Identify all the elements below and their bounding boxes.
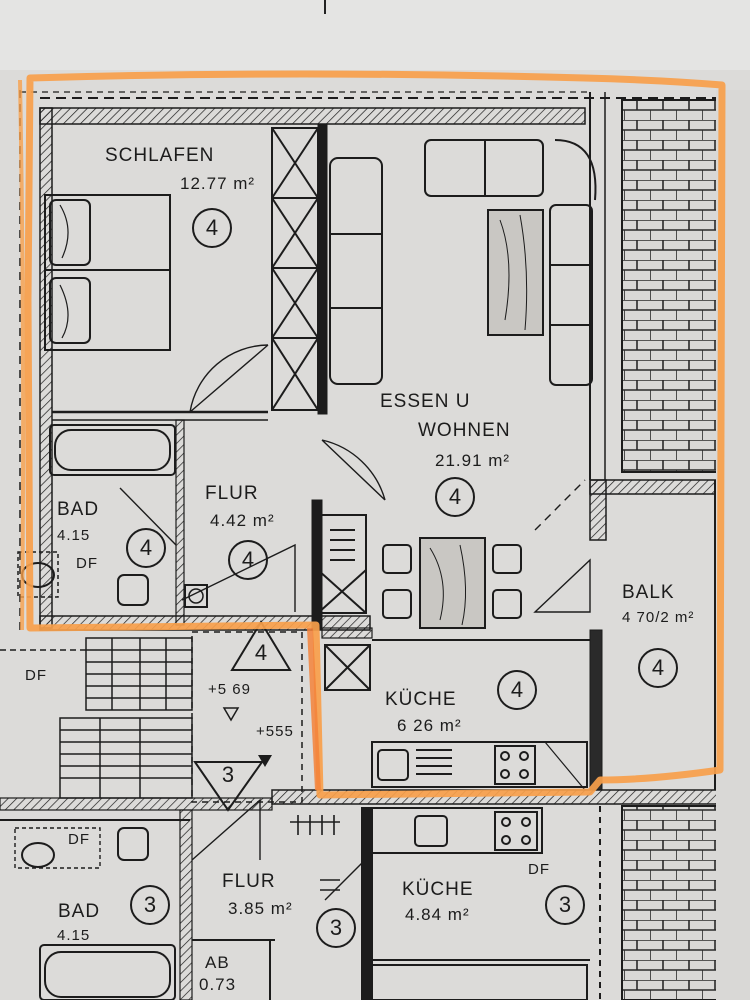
level-label-lower: 3 bbox=[221, 762, 235, 787]
staircase bbox=[0, 631, 303, 803]
shaft-lower bbox=[290, 815, 340, 891]
unit-marker-flur-lower: 3 bbox=[316, 908, 356, 948]
sofa-corner bbox=[424, 139, 597, 386]
room-area-kueche-lower: 4.84 m² bbox=[405, 905, 470, 924]
room-area-balk: 4 70/2 m² bbox=[622, 609, 695, 626]
room-label-bad-lower: BAD bbox=[58, 901, 101, 922]
room-area-bad-lower: 4.15 bbox=[57, 927, 91, 944]
df-label-stairs: DF bbox=[25, 667, 47, 684]
bathtub-upper bbox=[49, 424, 176, 476]
room-label-flur-upper: FLUR bbox=[205, 483, 259, 504]
level-triangle-upper bbox=[230, 620, 292, 671]
unit-marker-kueche-upper: 4 bbox=[497, 670, 537, 710]
df-label-kueche-lower: DF bbox=[528, 861, 550, 878]
unit-marker-balk: 4 bbox=[638, 648, 678, 688]
elevation-label-2: +555 bbox=[256, 723, 294, 740]
df-label-bad-lower: DF bbox=[68, 831, 90, 848]
df-label-bad-upper: DF bbox=[76, 555, 98, 572]
walls-upper bbox=[0, 90, 723, 811]
room-area-flur-lower: 3.85 m² bbox=[228, 899, 293, 918]
sofa-vertical bbox=[329, 157, 383, 385]
unit-marker-kueche-lower: 3 bbox=[545, 885, 585, 925]
room-label-flur-lower: FLUR bbox=[222, 871, 276, 892]
room-area-ab: 0.73 bbox=[199, 975, 237, 994]
room-label-essen-line2: WOHNEN bbox=[418, 420, 511, 441]
unit-marker-essen: 4 bbox=[435, 477, 475, 517]
coffee-table bbox=[487, 209, 544, 336]
bathroom-lower-fixtures bbox=[14, 827, 176, 1000]
dining-set bbox=[382, 537, 522, 629]
shaft-upper bbox=[317, 514, 371, 691]
balcony-brick-upper bbox=[621, 99, 721, 473]
room-label-schlafen: SCHLAFEN bbox=[105, 145, 215, 166]
bed-double bbox=[44, 194, 171, 351]
level-label-upper: 4 bbox=[254, 640, 268, 665]
level-triangle-lower bbox=[193, 761, 264, 812]
room-area-kueche-upper: 6 26 m² bbox=[397, 716, 462, 735]
room-label-ab: AB bbox=[205, 953, 230, 972]
walls-lower bbox=[0, 806, 601, 1000]
wardrobe bbox=[271, 127, 319, 411]
kitchen-counter-lower bbox=[371, 807, 588, 1000]
room-label-balk: BALK bbox=[622, 582, 675, 603]
highlight-outline bbox=[24, 70, 726, 799]
room-area-essen: 21.91 m² bbox=[435, 451, 511, 470]
sink-upper bbox=[117, 574, 149, 606]
room-area-flur-upper: 4.42 m² bbox=[210, 511, 275, 530]
unit-marker-schlafen: 4 bbox=[192, 208, 232, 248]
room-label-bad-upper: BAD bbox=[57, 499, 100, 520]
kitchen-counter-upper bbox=[371, 741, 588, 791]
room-label-kueche-lower: KÜCHE bbox=[402, 879, 474, 900]
room-label-kueche-upper: KÜCHE bbox=[385, 689, 457, 710]
door-swings bbox=[119, 344, 591, 901]
elevation-label-1: +5 69 bbox=[208, 681, 251, 698]
room-area-schlafen: 12.77 m² bbox=[180, 174, 256, 193]
unit-marker-bad-upper: 4 bbox=[126, 528, 166, 568]
unit-marker-flur-upper: 4 bbox=[228, 540, 268, 580]
balcony-brick-lower bbox=[621, 805, 721, 1000]
room-label-essen-line1: ESSEN U bbox=[380, 391, 471, 412]
room-area-bad-upper: 4.15 bbox=[57, 527, 91, 544]
unit-marker-bad-lower: 3 bbox=[130, 885, 170, 925]
toilet-upper bbox=[17, 551, 59, 598]
